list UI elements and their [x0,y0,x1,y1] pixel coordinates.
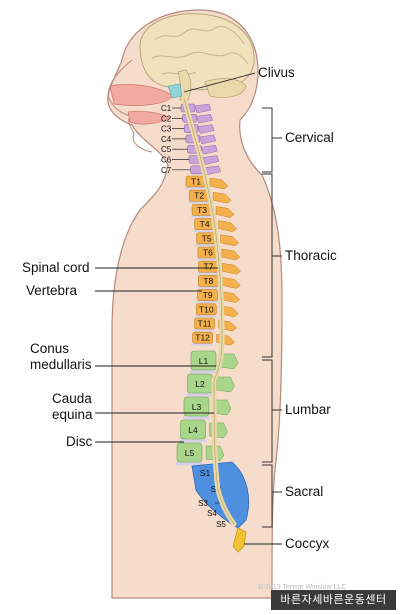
label-t3: T3 [197,205,207,215]
label-conus-line2: medullaris [30,357,92,372]
label-t12: T12 [195,333,210,343]
label-cauda-line2: equina [52,407,93,422]
label-s4: S4 [207,509,217,518]
disc-t12 [192,343,213,346]
disc-t11 [194,329,215,332]
label-t2: T2 [194,191,204,201]
label-t4: T4 [200,219,210,229]
disc-t8 [197,286,218,289]
disc-t7 [198,272,219,275]
disc-l1 [190,370,217,374]
label-l4: L4 [188,425,198,435]
label-s5: S5 [216,520,226,529]
label-t6: T6 [203,248,213,258]
disc-t9 [197,301,218,304]
disc-t3 [191,215,212,218]
label-spinal-cord: Spinal cord [22,260,90,275]
label-l3: L3 [192,402,202,412]
watermark-badge: 바른자세바른운동센터 [271,590,396,610]
label-c2: C2 [161,114,172,123]
disc-t2 [188,201,209,204]
label-vertebra: Vertebra [26,283,78,298]
label-s3: S3 [198,499,208,508]
label-c6: C6 [161,156,172,165]
label-c3: C3 [161,125,172,134]
label-disc: Disc [66,434,92,449]
label-t1: T1 [191,177,201,187]
label-c5: C5 [161,145,172,154]
label-t8: T8 [203,276,213,286]
label-c1: C1 [161,104,172,113]
label-t7: T7 [204,262,214,272]
label-coccyx: Coccyx [285,536,330,551]
disc-t10 [195,315,216,318]
label-t11: T11 [198,319,212,329]
label-thoracic: Thoracic [285,248,337,263]
label-cervical: Cervical [285,130,334,145]
disc-t1 [185,187,206,190]
label-s1: S1 [200,468,211,478]
disc-t6 [197,258,218,261]
disc-l3 [183,416,210,420]
label-t10: T10 [199,304,214,314]
label-t5: T5 [202,233,212,243]
label-c4: C4 [161,135,172,144]
disc-t4 [194,230,215,233]
label-t9: T9 [203,290,213,300]
label-l2: L2 [195,379,205,389]
disc-t5 [196,244,217,247]
label-lumbar: Lumbar [285,402,331,417]
label-l1: L1 [199,356,209,366]
cervical-brace [262,108,282,172]
label-conus-line1: Conus [30,341,69,356]
label-c7: C7 [161,166,172,175]
label-cauda-line1: Cauda [52,391,92,406]
label-sacral: Sacral [285,484,323,499]
label-l5: L5 [185,448,195,458]
disc-l2 [187,393,214,397]
label-clivus: Clivus [258,65,295,80]
